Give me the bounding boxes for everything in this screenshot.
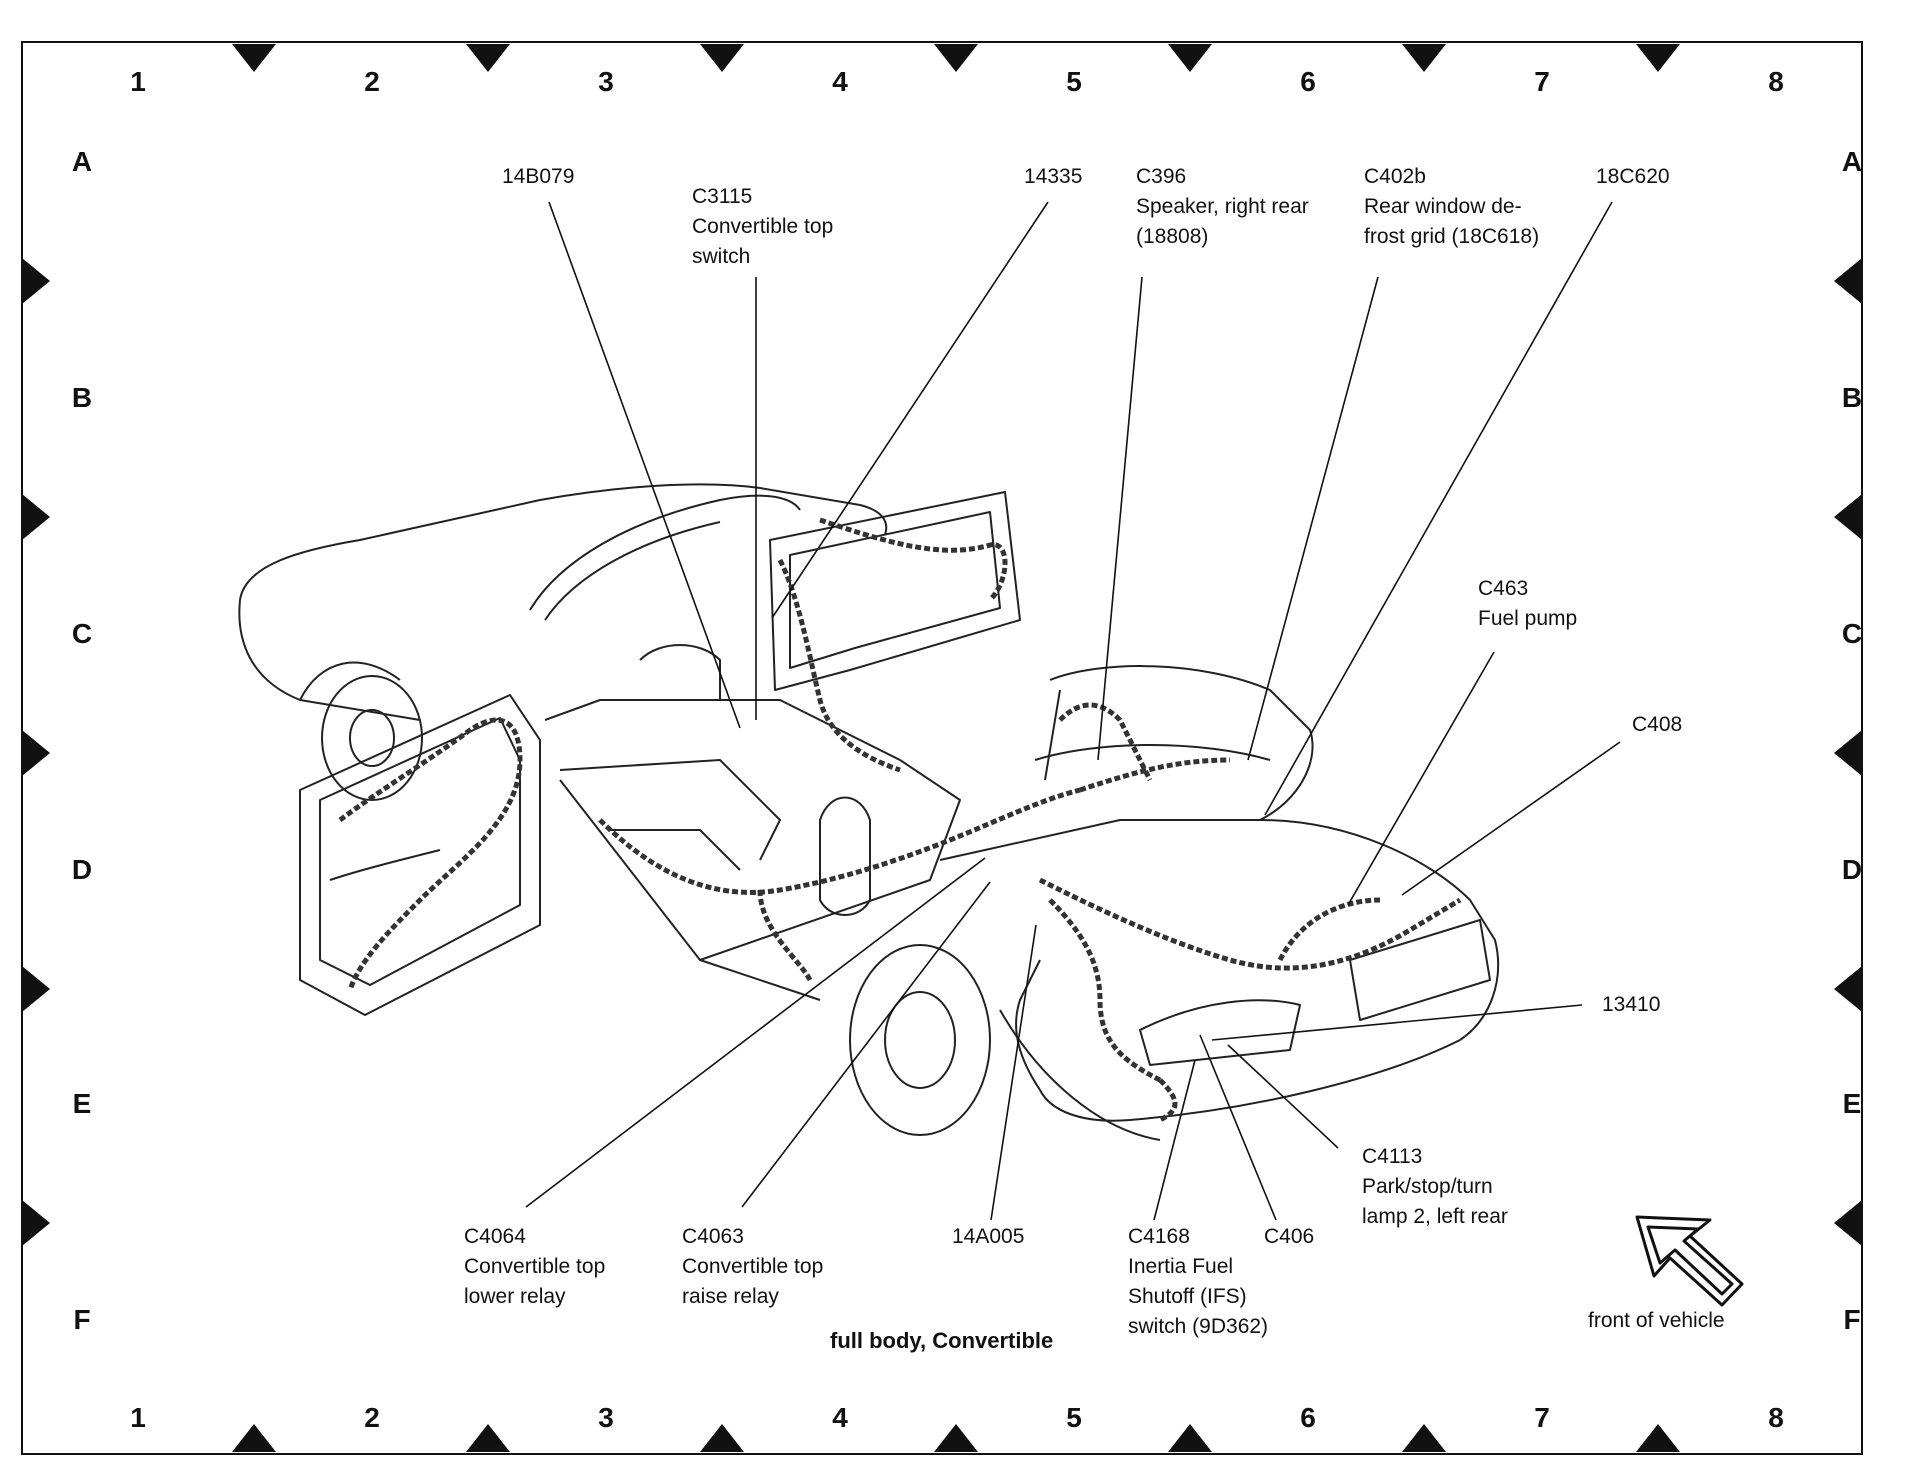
grid-column-6-top: 6	[1300, 66, 1316, 97]
grid-column-5-top: 5	[1066, 66, 1082, 97]
grid-row-b-left: B	[71, 382, 93, 413]
wiring-harness	[338, 517, 1462, 1123]
callout-c4063: C4063 Convertible top raise relay	[682, 1225, 824, 1308]
grid-row-c-left: C	[71, 618, 93, 649]
callout-13410: 13410	[1602, 993, 1661, 1016]
grid-column-3-bottom: 3	[598, 1402, 614, 1433]
grid-column-6-bottom: 6	[1300, 1402, 1316, 1433]
callout-c396: C396 Speaker, right rear (18808)	[1136, 165, 1309, 248]
grid-column-7-bottom: 7	[1534, 1402, 1550, 1433]
grid-row-c-right: C	[1841, 618, 1863, 649]
callout-c463: C463 Fuel pump	[1478, 577, 1578, 630]
grid-column-4-top: 4	[832, 66, 848, 97]
grid-column-7-top: 7	[1534, 66, 1550, 97]
leader-lines	[525, 201, 1621, 1221]
callout-c402b: C402b Rear window de- frost grid (18C618…	[1364, 165, 1540, 248]
grid-row-e-left: E	[72, 1088, 92, 1119]
callout-c4064: C4064 Convertible top lower relay	[464, 1225, 606, 1308]
grid-markers	[22, 44, 1862, 1452]
grid-row-f-right: F	[1843, 1304, 1861, 1335]
grid-row-d-left: D	[71, 854, 93, 885]
grid-column-2-top: 2	[364, 66, 380, 97]
grid-row-b-right: B	[1841, 382, 1863, 413]
grid-column-8-top: 8	[1768, 66, 1784, 97]
callout-14a005: 14A005	[952, 1225, 1025, 1248]
grid-column-5-bottom: 5	[1066, 1402, 1082, 1433]
grid-row-f-left: F	[73, 1304, 91, 1335]
vehicle-outline	[238, 483, 1500, 1141]
front-of-vehicle-label: front of vehicle	[1588, 1309, 1725, 1332]
grid-column-2-bottom: 2	[364, 1402, 380, 1433]
diagram-border	[21, 41, 1863, 1455]
grid-row-a-left: A	[71, 146, 93, 177]
grid-column-1-bottom: 1	[130, 1402, 146, 1433]
grid-column-1-top: 1	[130, 66, 146, 97]
grid-row-e-right: E	[1842, 1088, 1862, 1119]
callout-14335: 14335	[1024, 165, 1083, 188]
callout-c3115: C3115 Convertible top switch	[692, 185, 834, 268]
callout-c4168: C4168 Inertia Fuel Shutoff (IFS) switch …	[1128, 1225, 1269, 1338]
callout-c406: C406	[1264, 1225, 1315, 1248]
grid-row-a-right: A	[1841, 146, 1863, 177]
front-of-vehicle-arrow	[1635, 1215, 1744, 1307]
callout-18c620: 18C620	[1596, 165, 1670, 188]
grid-row-d-right: D	[1841, 854, 1863, 885]
grid-column-3-top: 3	[598, 66, 614, 97]
grid-column-8-bottom: 8	[1768, 1402, 1784, 1433]
callout-14b079: 14B079	[502, 165, 575, 188]
callout-c408: C408	[1632, 713, 1683, 736]
grid-column-4-bottom: 4	[832, 1402, 848, 1433]
figure-caption: full body, Convertible	[830, 1328, 1054, 1353]
callout-c4113: C4113 Park/stop/turn lamp 2, left rear	[1362, 1145, 1508, 1228]
